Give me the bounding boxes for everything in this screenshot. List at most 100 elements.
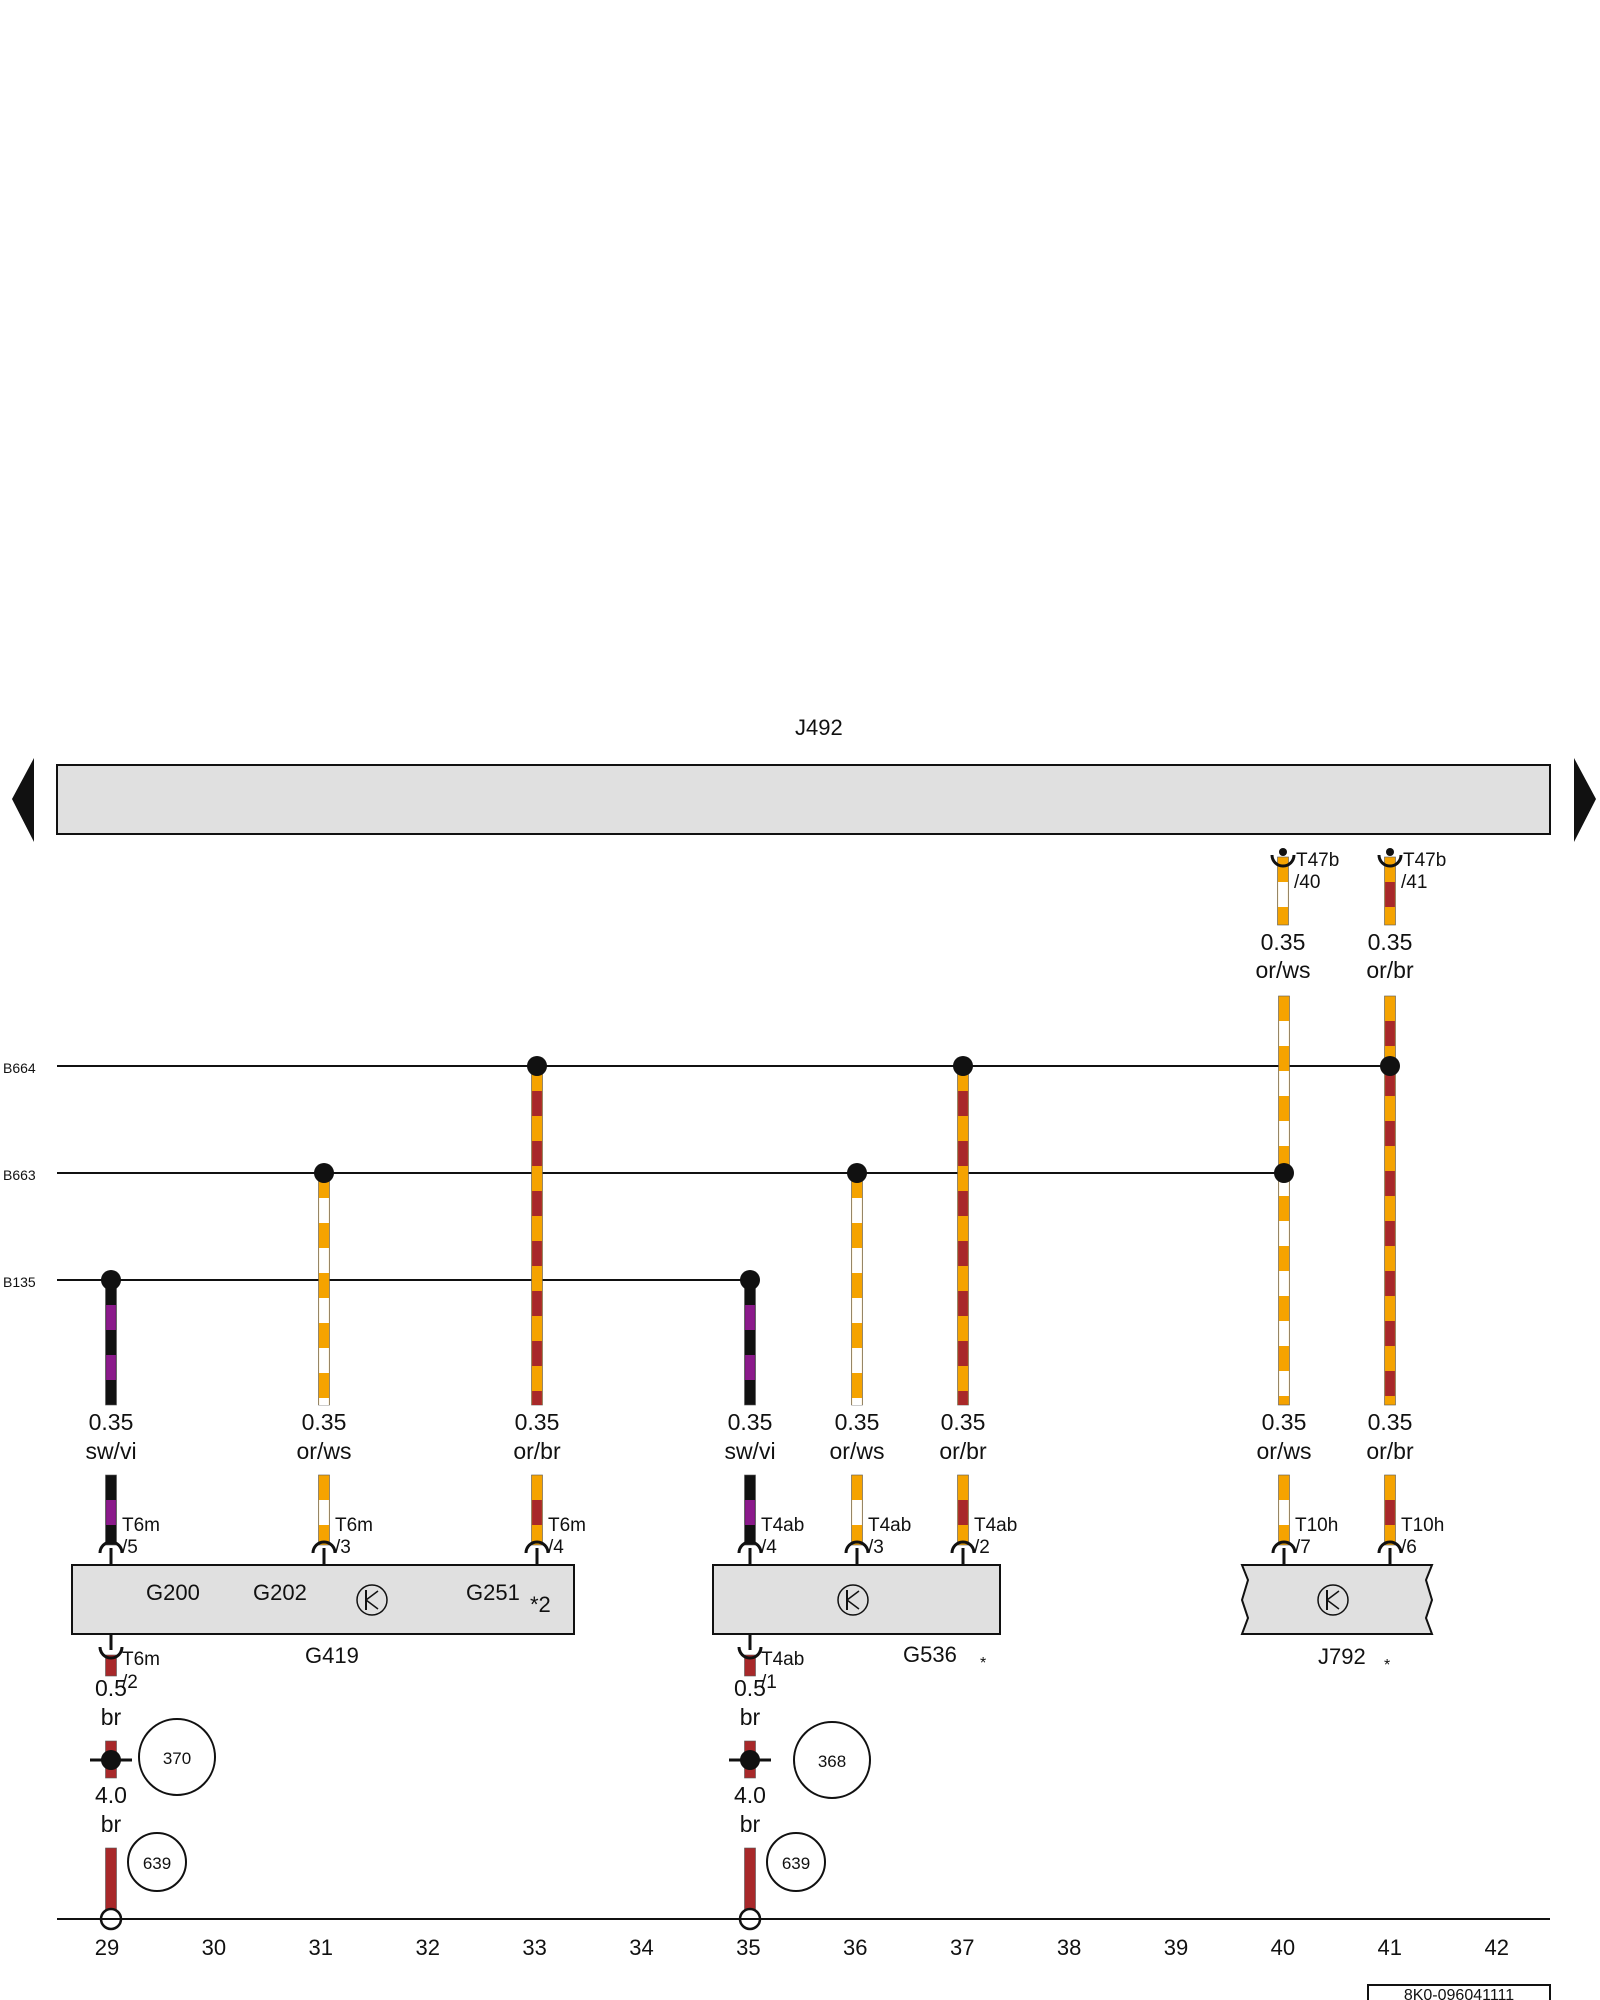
wire-stripe [1385,1021,1395,1046]
connector-pin-number: /6 [1401,1537,1417,1558]
wire-segment [105,1847,117,1912]
track-number: 38 [1057,1935,1081,1960]
wire-size: 0.35 [835,1409,880,1435]
wire-segment [744,1654,756,1677]
connector-pin-number: /3 [868,1537,884,1558]
wire-size: 0.35 [302,1409,347,1435]
triangle-left-icon [12,758,34,842]
connector-pin-icon [98,1646,124,1660]
wire-label-group: 0.35 or/ws T6m /3 [297,1409,373,1558]
wire-color-code: or/br [939,1438,987,1464]
wire-stripe [532,1291,542,1316]
splice-dot [740,1270,760,1290]
wire-color-code: or/ws [297,1438,352,1464]
connector-pin-name: T47b [1296,850,1339,871]
component-j792-body [1240,1564,1434,1635]
wire-stripe [1278,882,1288,907]
transistor-icon [1317,1584,1349,1616]
component-sub-label: G202 [253,1580,307,1605]
wire-stripe [532,1091,542,1116]
wire-color-code: or/ws [830,1438,885,1464]
splice-dot [740,1750,760,1770]
connector-pin-icon [1377,854,1403,868]
wire-color-code: br [101,1704,122,1730]
connector-pin-name: T6m [548,1515,586,1536]
connector-pin-number: /3 [335,1537,351,1558]
reference-circle [138,1718,216,1796]
component-g536: G536 * [712,1564,1001,1672]
wire-color-code: br [740,1811,761,1837]
splice-dot [1274,1163,1294,1183]
splice-dot [847,1163,867,1183]
splice-dot [527,1056,547,1076]
wire-segments [105,856,1396,1912]
track-number: 32 [415,1935,439,1960]
connector-pin-number: /5 [122,1537,138,1558]
connector-pin-number: /41 [1401,872,1427,893]
track-number: 34 [629,1935,653,1960]
reference-number: 370 [163,1749,191,1768]
component-footnote: * [1384,1657,1390,1674]
wire-segment [105,1279,117,1406]
splice-dot [1380,1056,1400,1076]
connector-pin-number: /4 [761,1537,777,1558]
splice-dot [314,1163,334,1183]
connector-pin-dot [1386,848,1394,856]
wire-stripe [319,1248,329,1273]
component-label: G419 [305,1643,359,1668]
connector-pin-icon [844,1540,870,1565]
track-number: 33 [522,1935,546,1960]
wire-stripe [1279,1171,1289,1196]
connector-pin-name: T6m [122,1515,160,1536]
connector-pin-icon [1377,1540,1403,1565]
track-number: 39 [1164,1935,1188,1960]
wire-stripe [1279,1321,1289,1346]
wire-stripe [532,1341,542,1366]
module-j492: J492 [12,715,1596,842]
wire-color-code: or/ws [1257,1438,1312,1464]
wire-stripe [1385,1171,1395,1196]
wire-stripe [852,1500,862,1525]
wire-stripe [1279,1371,1289,1396]
wire-stripe [1385,1121,1395,1146]
connector-pin-number: /4 [548,1537,564,1558]
wire-stripe [852,1198,862,1223]
wire-stripe [319,1198,329,1223]
wire-stripe [1279,1021,1289,1046]
wire-stripe [958,1341,968,1366]
wire-stripe [745,1355,755,1380]
wire-size: 0.35 [728,1409,773,1435]
connector-pin-dot [1279,848,1287,856]
wire-size: 0.35 [1368,1409,1413,1435]
bus-label-b664: B664 [3,1060,36,1076]
wire-size: 0.35 [1368,929,1413,955]
bus-lines: B664 B663 B135 [3,1060,1390,1290]
track-number: 36 [843,1935,867,1960]
wire-stripe [958,1191,968,1216]
connector-pin-number: /7 [1295,1537,1311,1558]
reference-number: 639 [143,1854,171,1873]
connector-t47b-41: T47b /41 0.35 or/br [1366,848,1446,983]
wire-labels: 0.35 sw/vi T6m /5 0.35 or/ws T6m /3 0.35… [85,1409,1444,1558]
wire-stripe [1279,1221,1289,1246]
component-label: G536 [903,1642,957,1667]
connector-pin-number: /2 [974,1537,990,1558]
reference-circle [127,1832,187,1892]
connector-pin-icon [524,1540,550,1565]
track-number: 40 [1271,1935,1295,1960]
wire-stripe [319,1348,329,1373]
wire-size: 0.35 [1262,1409,1307,1435]
wire-size: 0.5 [734,1675,766,1701]
connector-pin-icon [950,1540,976,1565]
wire-size: 0.5 [95,1675,127,1701]
module-j492-label: J492 [795,715,843,740]
wire-stripe [958,1241,968,1266]
wire-stripe [958,1291,968,1316]
wire-stripe [319,1298,329,1323]
track-number: 41 [1378,1935,1402,1960]
connector-pin-icon [98,1540,124,1565]
wire-label-group: 0.35 or/ws T4ab /3 [830,1409,912,1558]
track-number: 31 [309,1935,333,1960]
